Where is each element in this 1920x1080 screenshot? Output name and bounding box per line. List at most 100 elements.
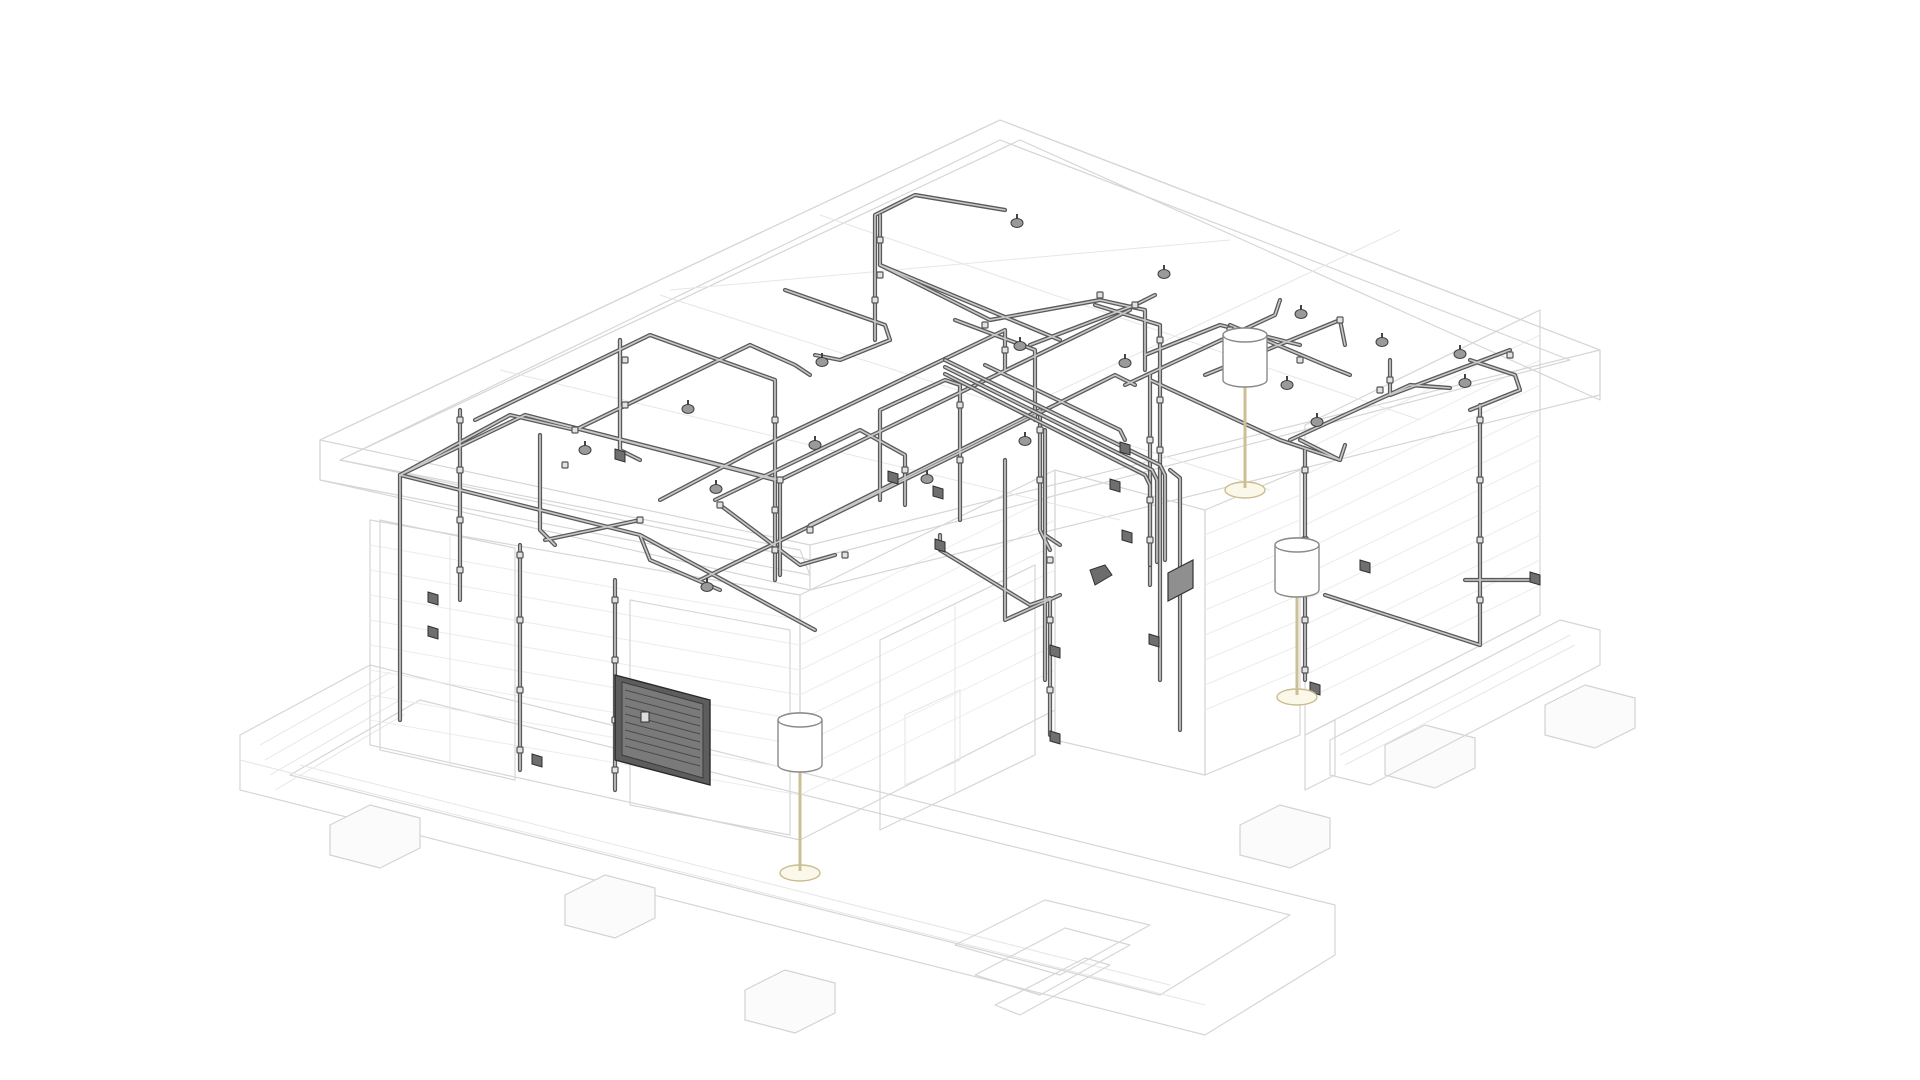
coupling [621,401,629,409]
coupling [1096,291,1104,299]
coupling [1376,386,1384,394]
ceiling-light-icon [700,578,714,592]
coupling [1036,476,1044,484]
coupling [771,416,779,424]
ceiling-light-icon [709,480,723,494]
coupling [571,426,579,434]
coupling [981,321,989,329]
coupling [1301,666,1309,674]
coupling [1046,616,1054,624]
coupling [1301,616,1309,624]
coupling [1476,416,1484,424]
coupling [611,596,619,604]
coupling [956,401,964,409]
coupling [876,271,884,279]
coupling [1046,686,1054,694]
conduit-network [400,195,1530,790]
sub-panel [1089,559,1194,602]
windows [379,519,1036,836]
coupling [1386,376,1394,384]
junction-box [932,485,944,500]
junction-box [1359,559,1371,574]
coupling [1146,436,1154,444]
ceiling-light-icon [1294,305,1308,319]
coupling [611,656,619,664]
ceiling-light-icon [1013,337,1027,351]
coupling [1146,536,1154,544]
coupling [1156,446,1164,454]
deck-platform [239,664,1336,1036]
ceiling-light-icon [808,436,822,450]
coupling [871,296,879,304]
coupling [636,516,644,524]
home-run-bundle [942,357,1183,733]
coupling [1001,346,1009,354]
coupling [716,501,724,509]
ceiling-light-icon [1453,345,1467,359]
coupling [1506,351,1514,359]
floor-lamp-icon [777,712,823,882]
coupling [516,746,524,754]
coupling [956,456,964,464]
coupling [456,466,464,474]
floor-lamps [777,327,1320,882]
ceiling-light-icon [1118,354,1132,368]
ceiling-light-icon [815,353,829,367]
ceiling-light-icon [578,441,592,455]
conduit-highlights [399,194,1531,791]
coupling [1046,556,1054,564]
coupling [1036,426,1044,434]
coupling [806,526,814,534]
junction-box [1049,730,1061,745]
coupling [621,356,629,364]
conduit-runs [400,195,1530,790]
junction-box [1529,571,1541,586]
ceiling-light-icon [681,400,695,414]
junction-box [934,538,946,553]
coupling [771,546,779,554]
coupling [1336,316,1344,324]
coupling [1296,356,1304,364]
junction-box [1119,441,1131,456]
coupling [456,566,464,574]
coupling [561,461,569,469]
coupling [1131,301,1139,309]
junction-box [1148,633,1160,648]
entry-steps [954,899,1151,1016]
ceiling-light-icon [920,470,934,484]
junction-box [1049,644,1061,659]
ceiling-light-icon [1280,376,1294,390]
ceiling-light-icon [1018,432,1032,446]
ceiling-light-icon [1375,333,1389,347]
ceiling-light-icon [1310,413,1324,427]
coupling [1156,336,1164,344]
ceiling-light-icon [1458,374,1472,388]
coupling [456,416,464,424]
floor-lamp-icon [1222,327,1268,499]
coupling [876,236,884,244]
coupling [771,506,779,514]
ceiling-light-icon [1157,265,1171,279]
junction-box [427,591,439,606]
ceiling-light-fixtures [578,214,1472,592]
coupling [1476,536,1484,544]
floor-lamp-icon [1274,537,1320,706]
junction-box [531,753,543,768]
conduit-couplings [456,236,1514,774]
panel-latch-icon [640,711,650,723]
coupling [901,466,909,474]
coupling [1476,476,1484,484]
coupling [456,516,464,524]
junction-box [1109,478,1121,493]
junction-boxes [427,441,1541,768]
main-panel [614,674,711,786]
coupling [516,551,524,559]
coupling [516,616,524,624]
roof-slab [319,119,1601,591]
junction-box [427,625,439,640]
coupling [1476,596,1484,604]
ceiling-light-icon [1010,214,1024,228]
coupling [1301,466,1309,474]
